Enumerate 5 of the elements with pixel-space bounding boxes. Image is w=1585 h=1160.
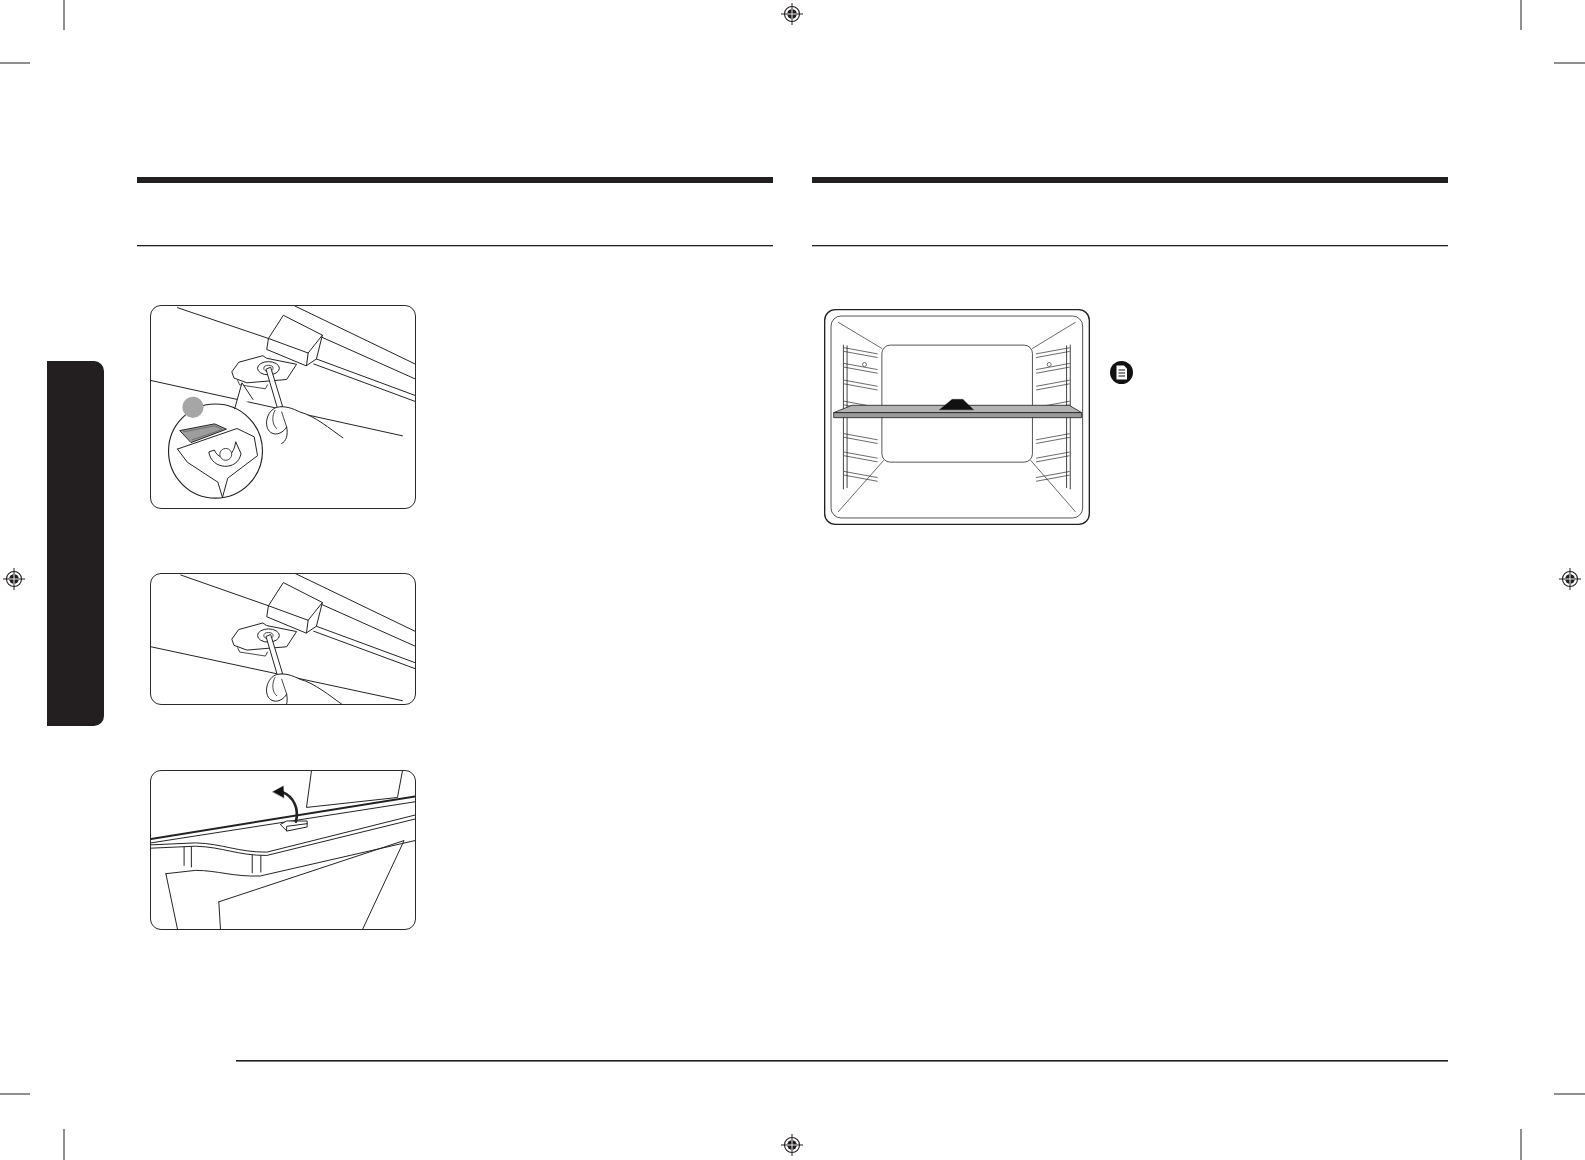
oven-interior-illustration	[824, 309, 1090, 525]
hinge-screwdriver-illustration	[150, 305, 416, 509]
door-hinge-illustration	[150, 770, 416, 930]
side-tab	[47, 361, 104, 726]
hinge-screwdriver-illustration	[150, 573, 416, 705]
